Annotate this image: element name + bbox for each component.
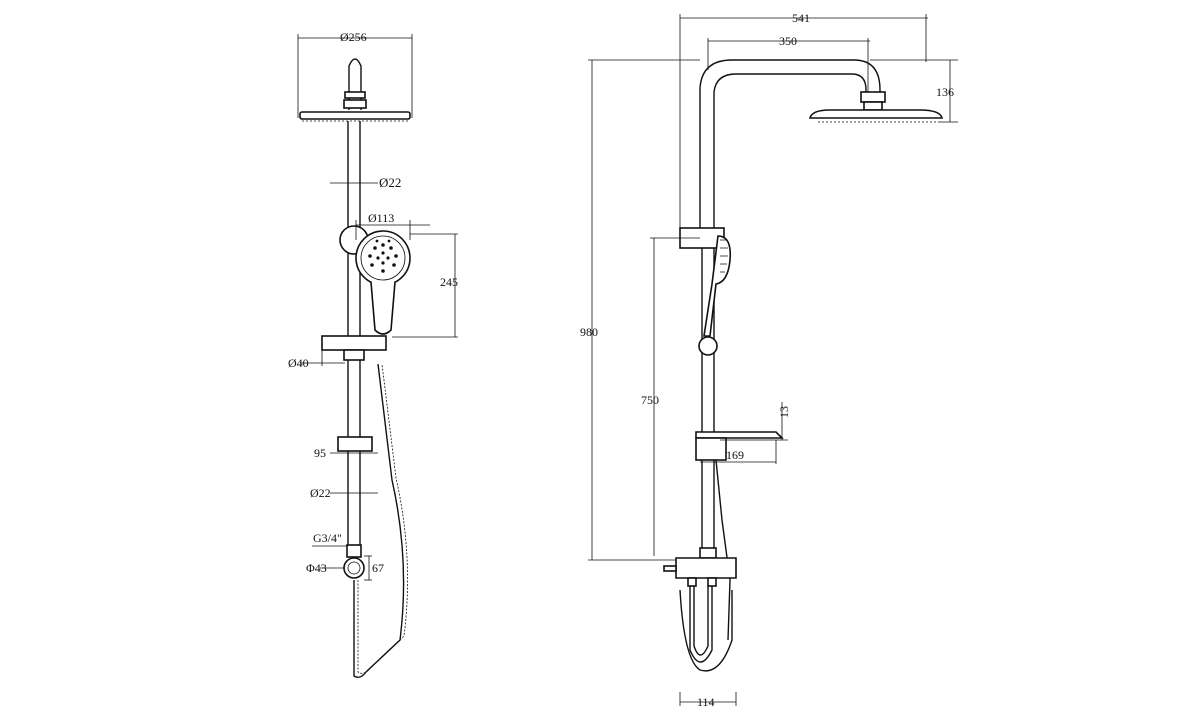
shower-arm-inner — [713, 73, 867, 228]
outlet-connector — [343, 557, 365, 579]
diverter-knob-side — [698, 336, 718, 356]
hand-shower — [355, 230, 411, 335]
hand-shower-side — [703, 235, 732, 337]
pipe-diameter-bottom-label: Ø22 — [310, 486, 331, 500]
head-height-label: 136 — [936, 85, 954, 99]
soap-dish — [337, 436, 373, 452]
base-width-label: 114 — [697, 695, 715, 709]
rain-shower-head — [299, 58, 411, 122]
thread-size-label: G3/4" — [313, 531, 342, 545]
shelf — [695, 431, 784, 439]
rain-shower-head-side — [808, 109, 944, 119]
outlet-diameter-label: Φ43 — [306, 561, 327, 575]
head-diameter-label: Ø256 — [340, 30, 367, 44]
arm-reach-label: 350 — [779, 34, 797, 48]
shower-hose — [353, 363, 405, 679]
shower-arm-outer — [699, 59, 881, 228]
thermostatic-mixer — [675, 557, 737, 579]
front-view: Ø256 Ø22 Ø113 — [288, 30, 458, 679]
holder-diameter-label: Ø40 — [288, 356, 309, 370]
shelf-depth-label: 169 — [726, 448, 744, 462]
handshower-diameter-label: Ø113 — [368, 211, 394, 225]
total-height-label: 980 — [580, 325, 598, 339]
slide-holder — [321, 335, 387, 351]
outlet-height-label: 67 — [372, 561, 384, 575]
shelf-thickness-label: 13 — [777, 406, 791, 418]
slider-height-label: 750 — [641, 393, 659, 407]
pipe-diameter-top-label: Ø22 — [379, 175, 401, 190]
soap-dish-width-label: 95 — [314, 446, 326, 460]
hose-side — [715, 459, 731, 641]
side-view: 541 350 136 980 750 — [580, 11, 958, 709]
handshower-length-label: 245 — [440, 275, 458, 289]
total-width-label: 541 — [792, 11, 810, 25]
